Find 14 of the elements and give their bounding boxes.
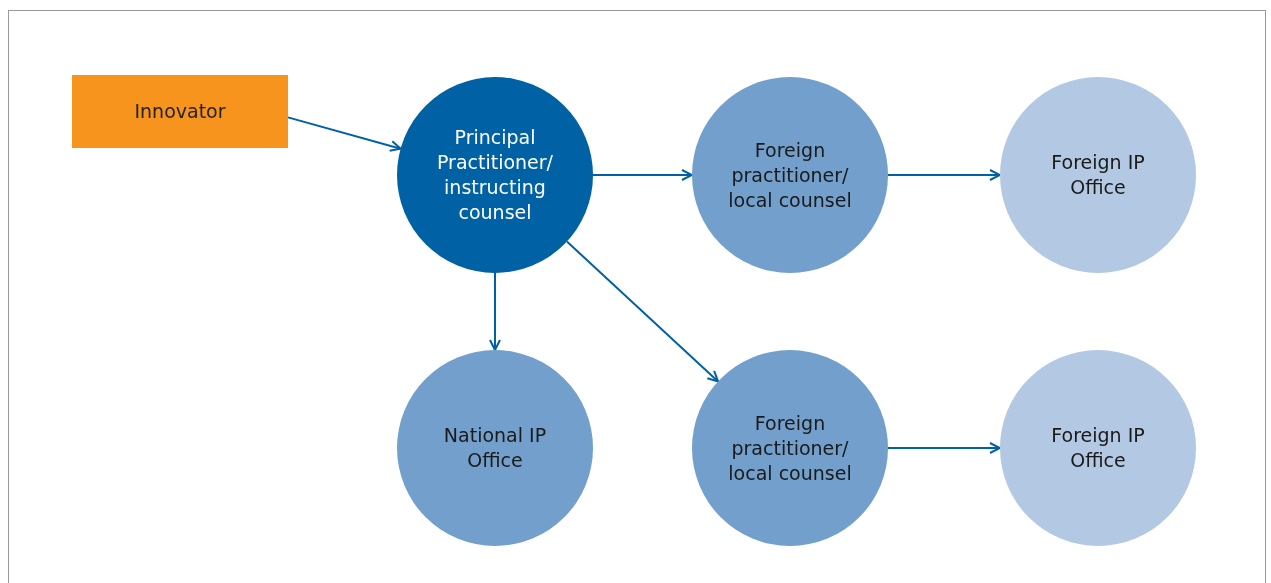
arrow <box>592 169 693 181</box>
arrow <box>887 442 1001 454</box>
arrow <box>287 116 402 152</box>
process-box <box>72 75 288 148</box>
arrow <box>565 240 720 383</box>
arrow <box>887 169 1001 181</box>
node-label: National IP Office <box>442 423 548 473</box>
node-label: Principal Practitioner/ instructing counsel <box>435 125 555 225</box>
node-label: Foreign IP Office <box>1050 150 1146 200</box>
node-label: Innovator <box>134 99 226 124</box>
node-label: Foreign practitioner/ local counsel <box>727 410 853 486</box>
node-label: Foreign practitioner/ local counsel <box>727 137 853 213</box>
node-label: Foreign IP Office <box>1050 423 1146 473</box>
arrow <box>489 272 501 351</box>
